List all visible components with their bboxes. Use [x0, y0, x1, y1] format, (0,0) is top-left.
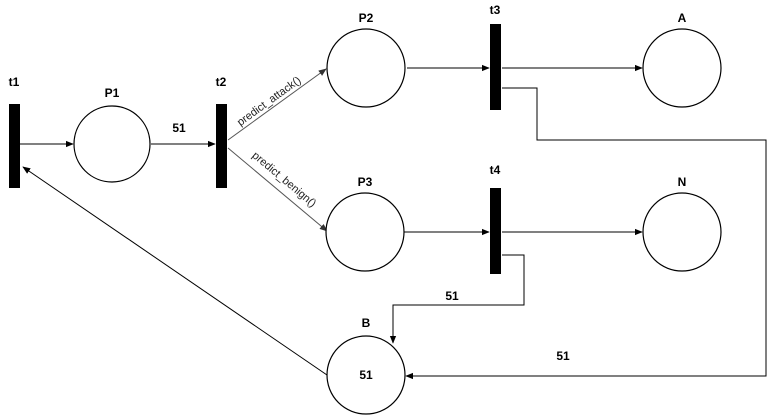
arc-b-to-t1 [22, 166, 328, 376]
label-t1: t1 [9, 75, 20, 89]
label-p1: P1 [105, 86, 120, 100]
label-a: A [678, 11, 687, 25]
arc-t2-to-p3 [227, 147, 328, 232]
token-count-b: 51 [359, 368, 373, 382]
transition-t3 [490, 24, 501, 110]
weight-t4-to-b: 51 [445, 289, 459, 303]
weight-p1-to-t2: 51 [172, 121, 186, 135]
label-p2: P2 [359, 11, 374, 25]
label-t2: t2 [216, 75, 227, 89]
arc-t2-to-p2 [227, 68, 327, 141]
label-n: N [678, 175, 687, 189]
place-p2 [326, 28, 406, 108]
transition-t4 [490, 188, 501, 274]
edge-label-predict-benign: predict_benign() [250, 150, 319, 210]
arc-t4-to-b [389, 254, 525, 344]
place-p1 [73, 105, 151, 183]
place-n [642, 192, 722, 272]
label-t4: t4 [490, 163, 501, 177]
label-t3: t3 [490, 3, 501, 17]
label-p3: P3 [358, 175, 373, 189]
edge-label-predict-attack: predict_attack() [235, 74, 303, 128]
transition-t1 [9, 104, 20, 188]
label-b: B [362, 316, 371, 330]
arc-t3-to-b [405, 87, 767, 380]
place-a [642, 28, 722, 108]
place-b [326, 335, 406, 415]
place-p3 [325, 192, 405, 272]
transition-t2 [216, 104, 227, 188]
weight-t3-to-b: 51 [556, 349, 570, 363]
